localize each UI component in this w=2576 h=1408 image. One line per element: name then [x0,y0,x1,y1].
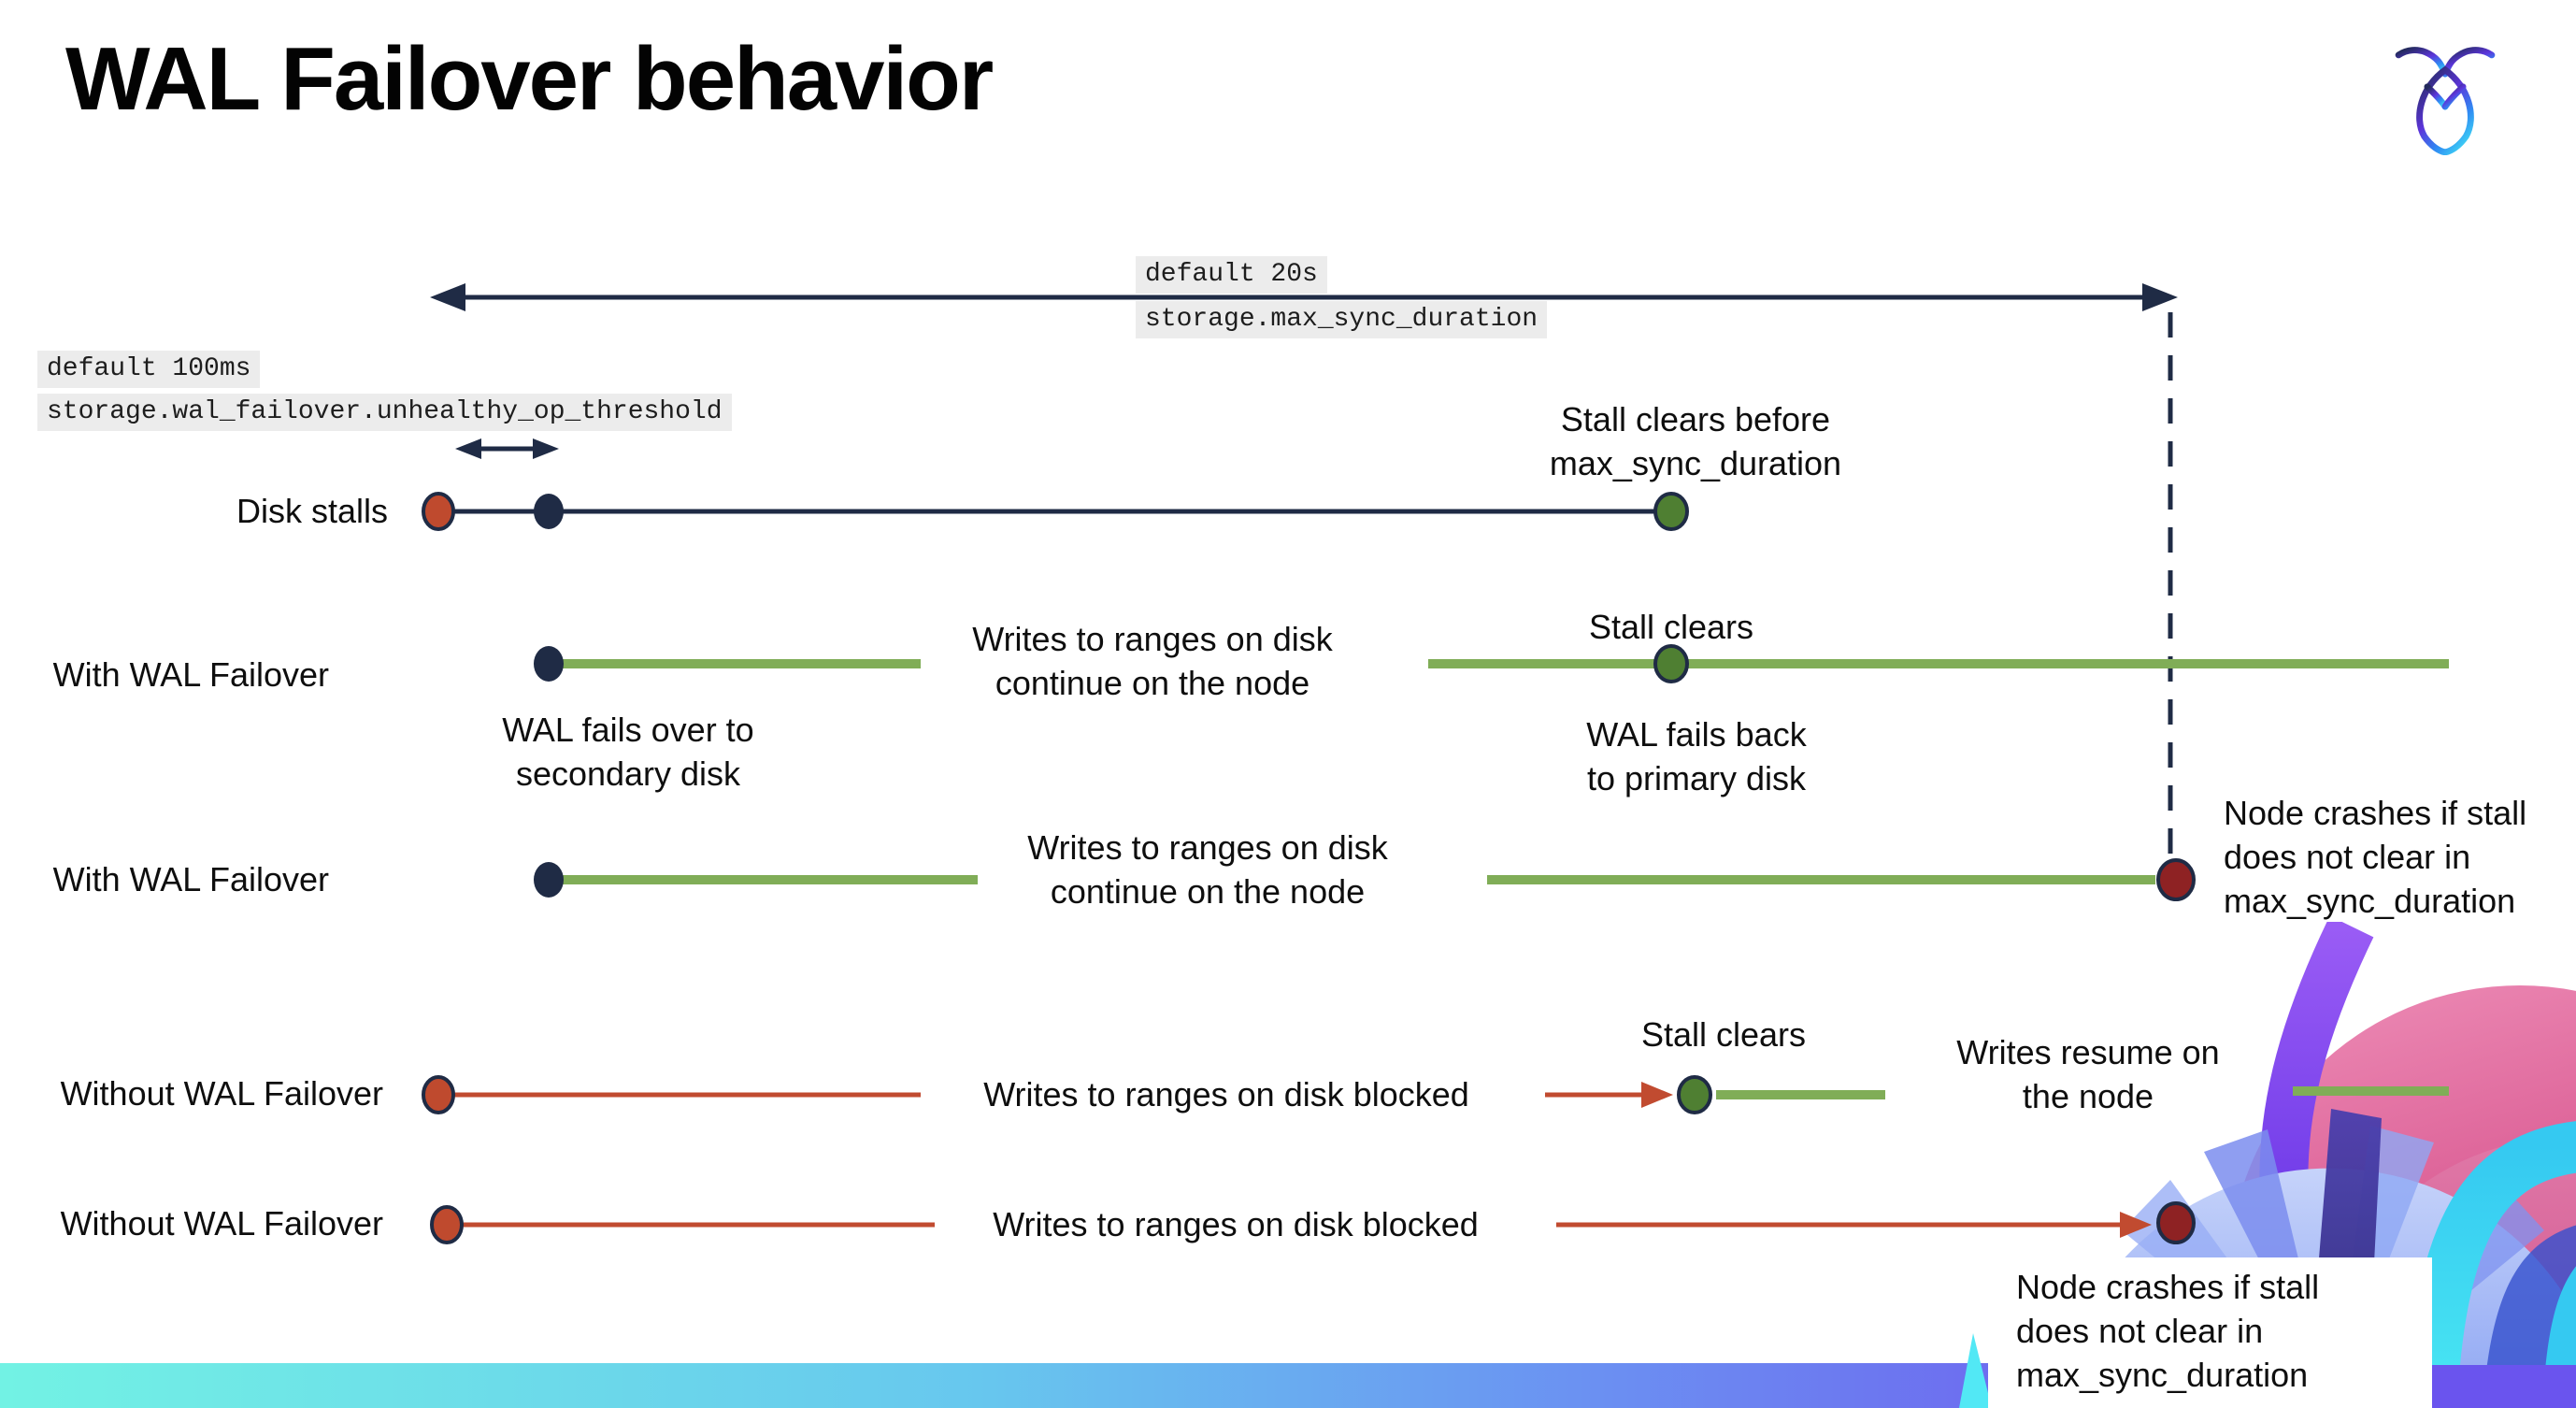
failover-dot [534,646,564,682]
threshold-dot [534,494,564,529]
stall-clears-dot [1677,1075,1712,1114]
arrowhead-right-icon [2142,283,2178,311]
arrowhead-left-icon [430,283,465,311]
stall-start-dot [422,492,455,531]
stall-clears-dot [1653,644,1689,683]
threshold-setting-chip: storage.wal_failover.unhealthy_op_thresh… [37,394,732,431]
max-sync-default-chip: default 20s [1136,256,1327,294]
arrowhead-left-icon [455,438,481,459]
annotation-node-crashes-2: Node crashes if stall does not clear in … [2016,1268,2320,1394]
deco-cyan-sliver [1959,1333,1992,1408]
stall-start-dot [422,1075,455,1114]
stall-start-dot [430,1205,464,1244]
arrowhead-right-icon [2120,1212,2152,1238]
failover-dot [534,862,564,898]
arrowhead-right-icon [533,438,559,459]
node-crash-dot [2156,858,2196,901]
node-crash-dot [2156,1201,2196,1244]
page-title: WAL Failover behavior [65,29,994,129]
max-sync-setting-chip: storage.max_sync_duration [1136,301,1548,338]
threshold-default-chip: default 100ms [37,351,261,388]
stall-clears-dot [1653,492,1689,531]
cockroachdb-logo-icon [2395,47,2496,155]
deco-cyan-arch [2405,1121,2576,1408]
node-crashes-callout-box: Node crashes if stall does not clear in … [1988,1257,2432,1408]
arrowhead-right-icon [1641,1082,1673,1108]
